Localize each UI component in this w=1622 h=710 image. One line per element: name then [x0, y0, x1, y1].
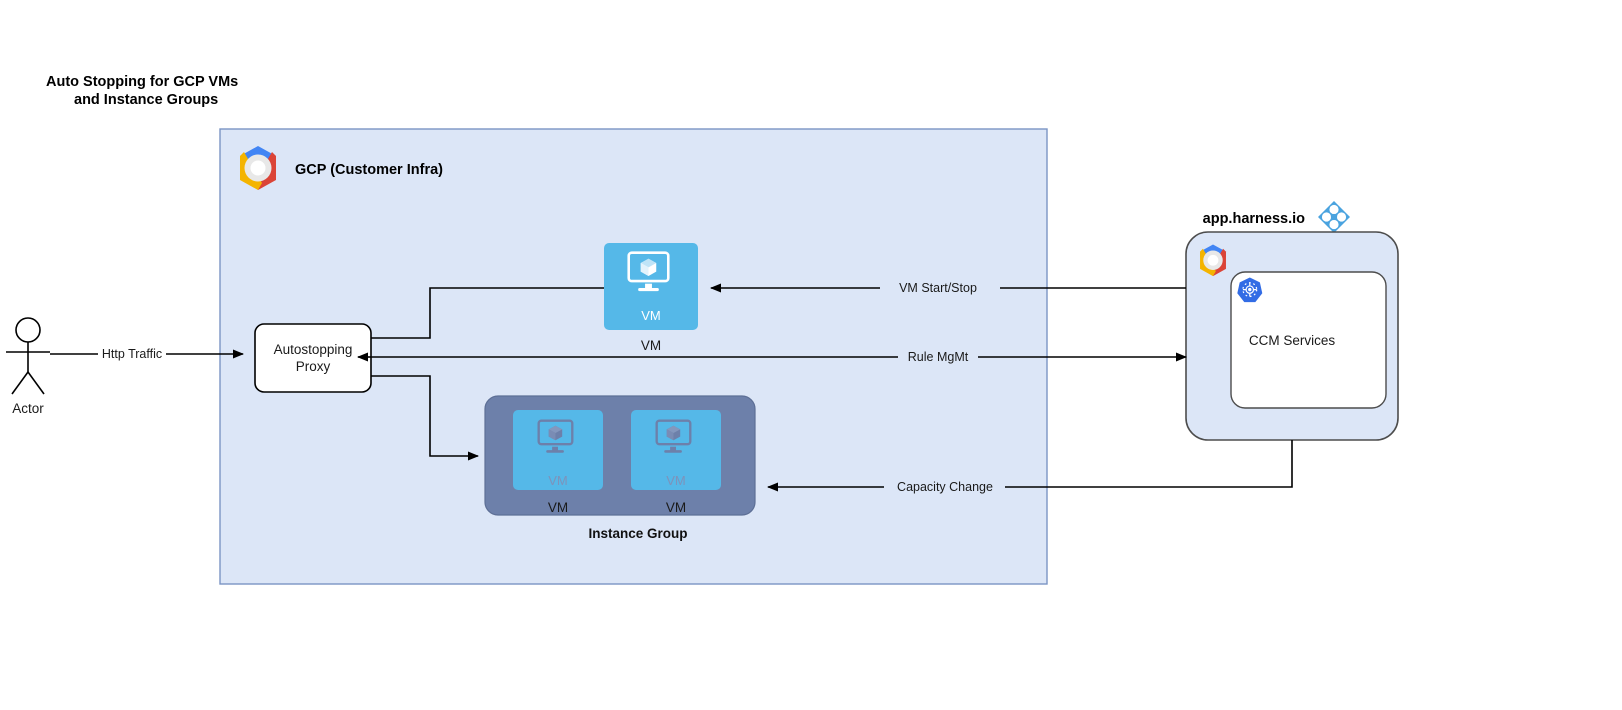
vm-inner-label: VM — [641, 308, 661, 323]
vm-caption: VM — [641, 338, 661, 353]
edge-proxy-to-vm — [371, 283, 689, 339]
instance-group-caption: Instance Group — [588, 526, 687, 541]
gcp-panel-header: GCP (Customer Infra) — [295, 162, 443, 178]
instance-group-vm-inner-label-1: VM — [548, 473, 568, 488]
edge-label-rule-mgmt: Rule MgMt — [908, 350, 969, 364]
actor-stick-figure-icon — [6, 317, 50, 395]
instance-group-vm-caption-1: VM — [548, 500, 568, 515]
ccm-services-box — [1230, 271, 1387, 409]
autostopping-proxy-label-line1: Autostopping — [274, 342, 353, 357]
autostopping-proxy-label-line2: Proxy — [296, 359, 331, 374]
page-title-line2: and Instance Groups — [74, 92, 218, 108]
ccm-services-label: CCM Services — [1249, 333, 1336, 348]
harness-panel-header: app.harness.io — [1203, 211, 1305, 227]
instance-group-vm-inner-label-2: VM — [666, 473, 686, 488]
autostopping-proxy-box — [254, 323, 372, 393]
page-title-line1: Auto Stopping for GCP VMs — [46, 74, 238, 90]
edge-proxy-to-instance-group — [371, 375, 479, 461]
harness-diamond-logo-icon — [1318, 201, 1350, 233]
edge-label-http-traffic: Http Traffic — [102, 347, 162, 361]
edge-label-capacity-change: Capacity Change — [897, 480, 993, 494]
actor-label: Actor — [12, 401, 44, 416]
edge-label-vm-start-stop: VM Start/Stop — [899, 281, 977, 295]
instance-group-vm-caption-2: VM — [666, 500, 686, 515]
